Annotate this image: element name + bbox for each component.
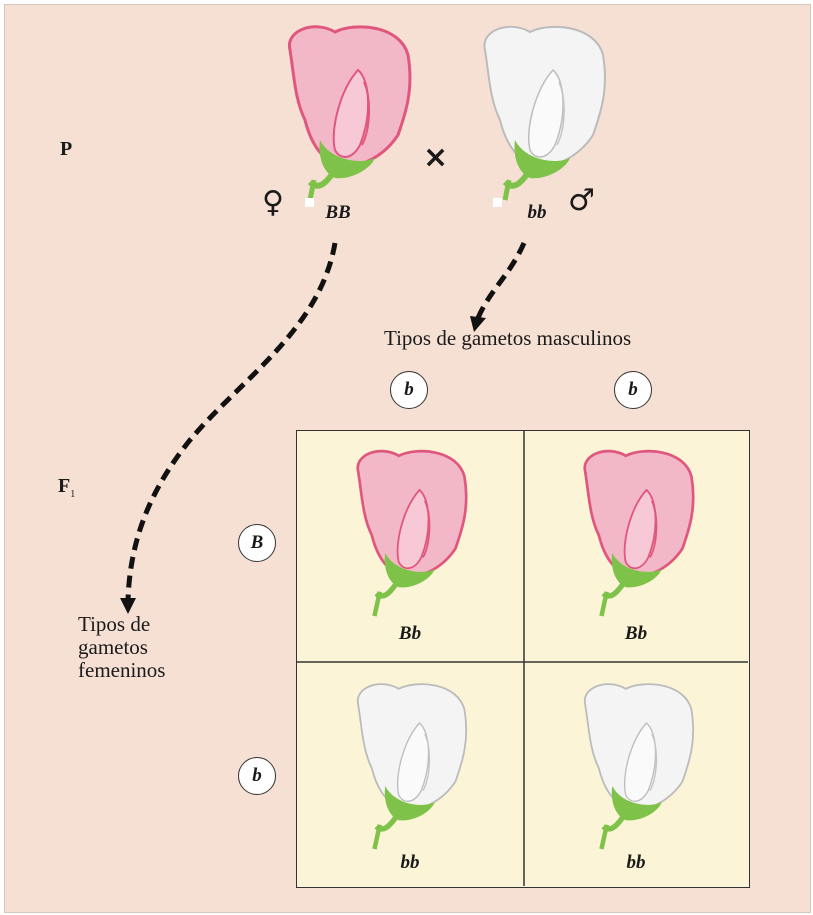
male-gamete-circle: b [614,371,652,409]
female-gamete-circle: B [238,524,276,562]
generation-f1-label: F1 [58,475,75,500]
punnett-cell: Bb [524,431,748,662]
male-gamete-circle: b [390,371,428,409]
offspring-genotype: bb [596,852,676,874]
female-caption-line: gametos [78,636,165,659]
f1-subscript: 1 [70,489,75,500]
female-gamete-circle: b [238,757,276,795]
male-gametes-caption: Tipos de gametos masculinos [384,327,631,350]
punnett-cell: bb [524,662,748,886]
f1-letter: F [58,475,70,497]
white-flower-offspring [345,678,475,858]
white-flower-offspring [572,678,702,858]
offspring-genotype: Bb [370,623,450,645]
female-gametes-caption: Tipos de gametos femeninos [78,613,165,682]
offspring-genotype: bb [370,852,450,874]
female-caption-line: femeninos [78,659,165,682]
pink-flower-offspring [345,445,475,625]
punnett-square: Bb Bb bb [296,430,750,888]
punnett-cell: Bb [297,431,524,662]
female-caption-line: Tipos de [78,613,165,636]
punnett-cell: bb [297,662,524,886]
pink-flower-offspring [572,445,702,625]
offspring-genotype: Bb [596,623,676,645]
